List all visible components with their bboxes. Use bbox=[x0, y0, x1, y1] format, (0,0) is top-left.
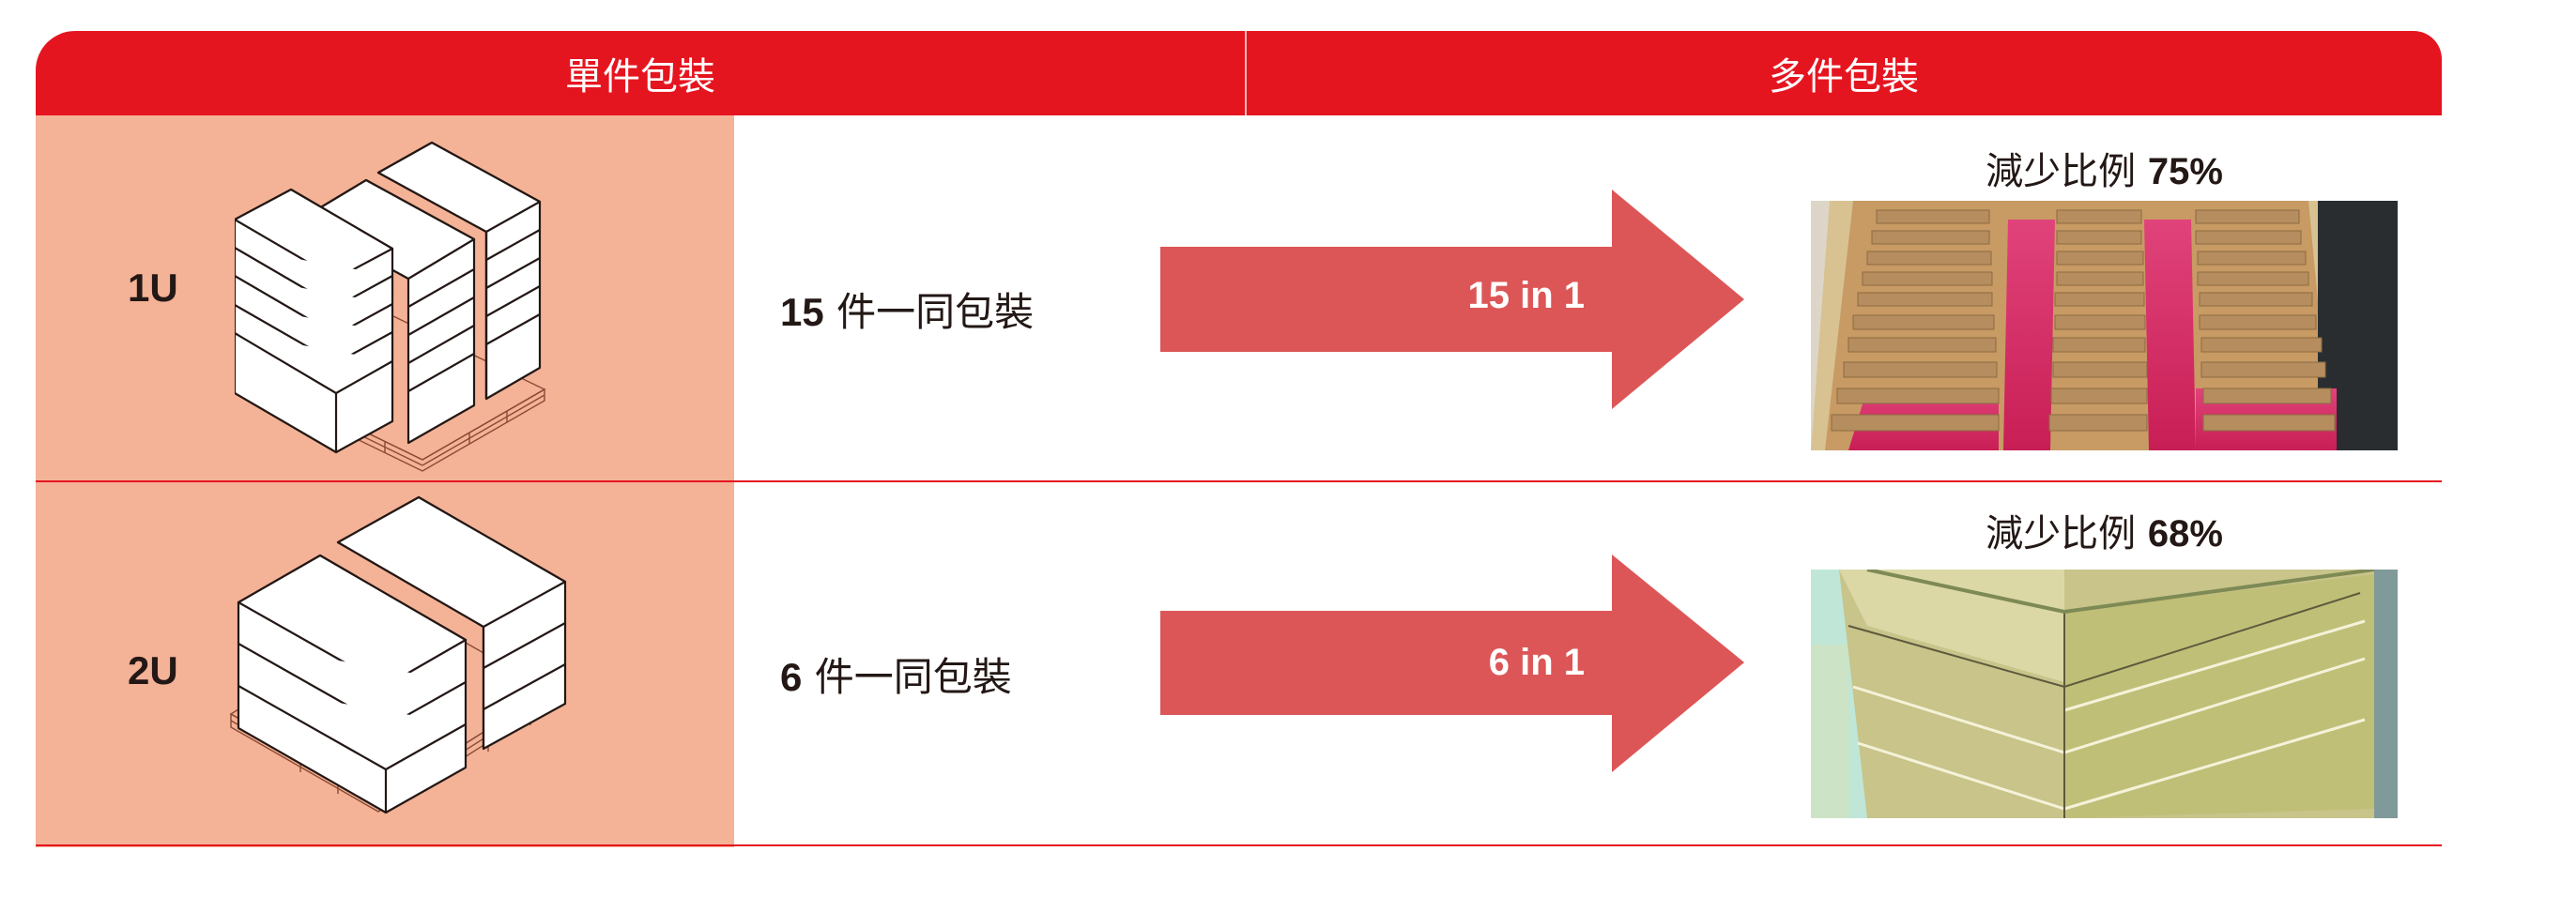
reduction-title: 減少比例 68% bbox=[1811, 503, 2398, 557]
header-divider bbox=[1245, 31, 1247, 115]
table-row-2u: 2U bbox=[36, 482, 2442, 847]
header-single-pack: 單件包裝 bbox=[565, 55, 715, 99]
table-bottom-border bbox=[36, 844, 2442, 846]
multi-pack-box-with-dividers-photo bbox=[1811, 201, 2398, 450]
row-divider bbox=[36, 480, 2442, 482]
quantity-suffix: 件一同包裝 bbox=[802, 654, 1012, 700]
arrow-label: 6 in 1 bbox=[1488, 642, 1585, 683]
arrow-right-icon bbox=[1160, 190, 1744, 409]
stacked-cardboard-boxes-photo bbox=[1811, 570, 2398, 818]
unit-label: 1U bbox=[128, 266, 178, 310]
pallet-with-6-boxes-icon bbox=[229, 495, 567, 814]
arrow-label: 15 in 1 bbox=[1467, 275, 1585, 316]
single-pack-cell: 2U bbox=[36, 482, 734, 847]
quantity-number: 6 bbox=[780, 655, 803, 699]
reduction-label: 減少比例 bbox=[1986, 512, 2148, 555]
unit-label: 2U bbox=[128, 648, 178, 692]
table-row-1u: 1U bbox=[36, 115, 2442, 480]
reduction-percent: 75% bbox=[2147, 151, 2223, 192]
quantity-text: 15 件一同包裝 bbox=[780, 281, 1034, 338]
reduction-title: 減少比例 75% bbox=[1811, 141, 2398, 195]
reduction-label: 減少比例 bbox=[1986, 150, 2148, 193]
pallet-with-15-boxes-icon bbox=[235, 141, 546, 472]
header-multi-pack: 多件包裝 bbox=[1769, 55, 1919, 99]
quantity-number: 15 bbox=[780, 290, 824, 334]
quantity-text: 6 件一同包裝 bbox=[780, 646, 1012, 703]
quantity-suffix: 件一同包裝 bbox=[823, 289, 1035, 335]
reduction-percent: 68% bbox=[2147, 513, 2223, 555]
single-pack-cell: 1U bbox=[36, 115, 734, 480]
arrow-right-icon bbox=[1160, 555, 1744, 772]
table-header: 單件包裝 多件包裝 bbox=[36, 31, 2442, 115]
